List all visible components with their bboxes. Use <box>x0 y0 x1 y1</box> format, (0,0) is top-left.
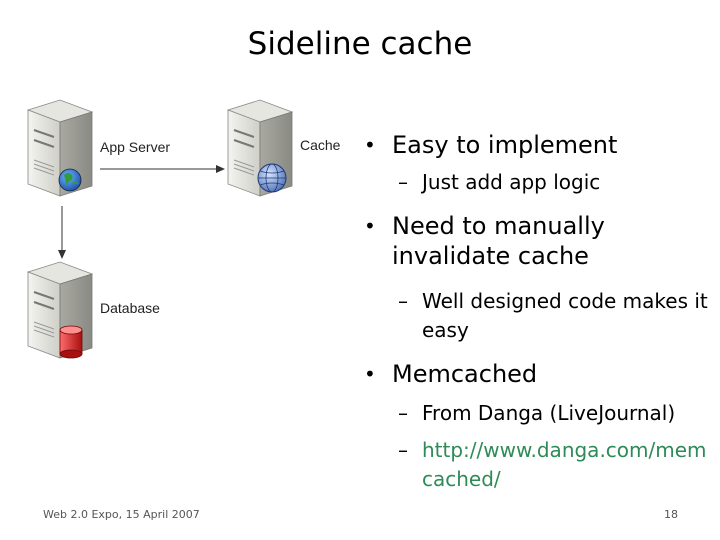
bullet-dot-icon: • <box>364 133 376 157</box>
architecture-diagram: App Server Cache Database <box>0 0 360 400</box>
bullet-dot-icon: • <box>364 214 376 238</box>
dash-icon: – <box>398 401 408 425</box>
cache-server-icon <box>226 99 294 197</box>
memcached-link[interactable]: http://www.danga.com/memcached/ <box>422 438 707 491</box>
page-number: 18 <box>664 508 678 521</box>
dash-icon: – <box>398 438 408 462</box>
bullet-item: • Easy to implement <box>364 130 716 160</box>
sub-bullet-item: – From Danga (LiveJournal) <box>364 399 716 428</box>
database-label: Database <box>100 300 160 316</box>
app-server-label: App Server <box>100 139 171 155</box>
bullet-text: Need to manually invalidate cache <box>392 212 605 270</box>
app-to-database-arrow <box>58 206 66 259</box>
app-to-cache-arrow <box>100 165 225 173</box>
bullet-text: Memcached <box>392 360 538 388</box>
dash-icon: – <box>398 170 408 194</box>
bullet-text: Easy to implement <box>392 131 618 159</box>
sub-bullet-text: Just add app logic <box>422 170 601 194</box>
sub-bullet-text: From Danga (LiveJournal) <box>422 401 676 425</box>
footer-event: Web 2.0 Expo, 15 April 2007 <box>43 508 200 521</box>
database-server-icon <box>26 261 94 359</box>
bullet-list: • Easy to implement – Just add app logic… <box>364 130 716 502</box>
sub-bullet-item: – Just add app logic <box>364 168 716 197</box>
sub-bullet-link-item[interactable]: – http://www.danga.com/memcached/ <box>364 436 716 494</box>
cache-label: Cache <box>300 137 341 153</box>
dash-icon: – <box>398 289 408 313</box>
sub-bullet-item: – Well designed code makes it easy <box>364 287 716 345</box>
slide-title: Sideline cache <box>247 26 473 62</box>
bullet-item: • Need to manually invalidate cache <box>364 211 716 271</box>
bullet-item: • Memcached <box>364 359 716 389</box>
app-server-icon <box>26 99 94 197</box>
bullet-dot-icon: • <box>364 362 376 386</box>
sub-bullet-text: Well designed code makes it easy <box>422 289 708 342</box>
diagram-svg <box>26 99 294 359</box>
